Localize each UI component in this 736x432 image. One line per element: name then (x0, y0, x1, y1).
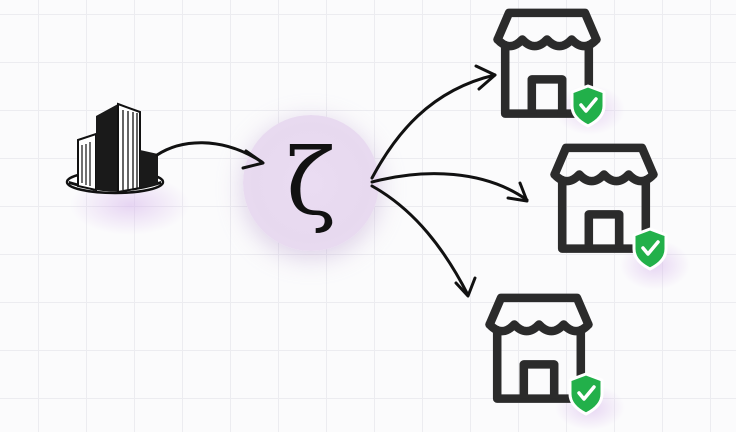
arrow-hub-to-store-middle (370, 172, 529, 202)
arrow-hub-to-store-bottom (370, 184, 470, 297)
office-building-icon (65, 102, 165, 195)
verified-shield-check-icon (570, 84, 606, 128)
zeta-glyph-icon: ζ (286, 129, 336, 236)
verified-shield-check-icon (632, 227, 668, 271)
hub-circle (243, 115, 379, 251)
verified-shield-check-icon (568, 372, 604, 416)
arrow-hub-to-store-top (370, 73, 497, 180)
